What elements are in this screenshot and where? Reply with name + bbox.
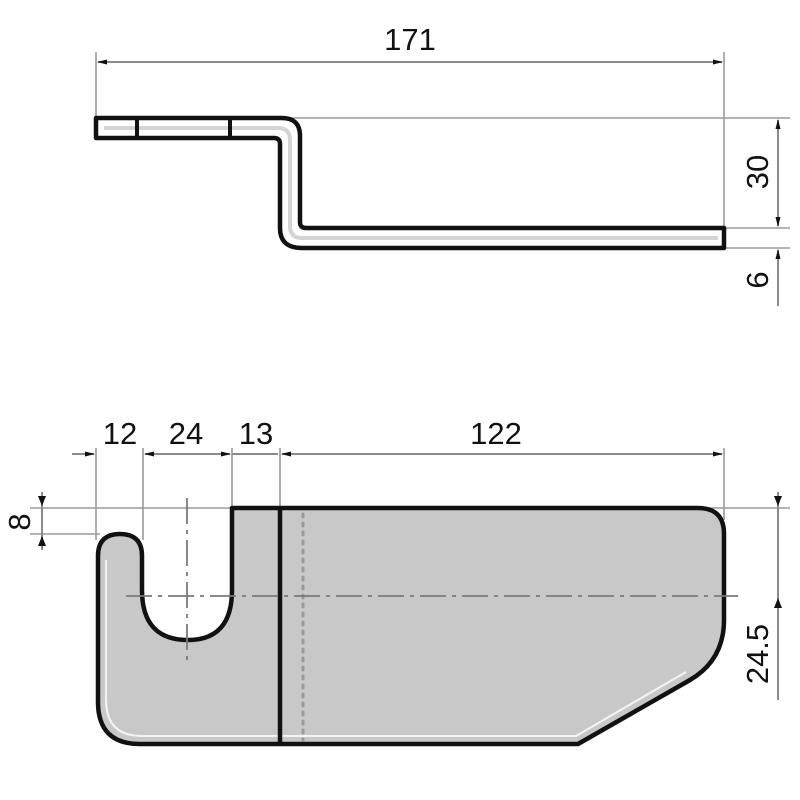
top-view: 12 24 13 122 8 24.5 [2, 416, 790, 747]
side-view: 171 30 6 [93, 22, 790, 306]
dim-label-half-width: 24.5 [740, 624, 775, 684]
dim-label-seg-2: 24 [169, 416, 203, 451]
dim-label-height: 30 [740, 155, 775, 189]
dim-label-overall-length: 171 [384, 22, 436, 57]
dim-label-slot-offset: 8 [2, 513, 37, 530]
side-profile-highlight [104, 126, 718, 240]
plate-highlight [105, 560, 687, 737]
dim-label-seg-1: 12 [103, 416, 137, 451]
dim-label-thickness: 6 [740, 271, 775, 288]
dim-label-seg-3: 13 [239, 416, 273, 451]
plate-outline [95, 505, 727, 747]
dim-label-seg-4: 122 [470, 416, 522, 451]
side-profile [93, 115, 727, 251]
